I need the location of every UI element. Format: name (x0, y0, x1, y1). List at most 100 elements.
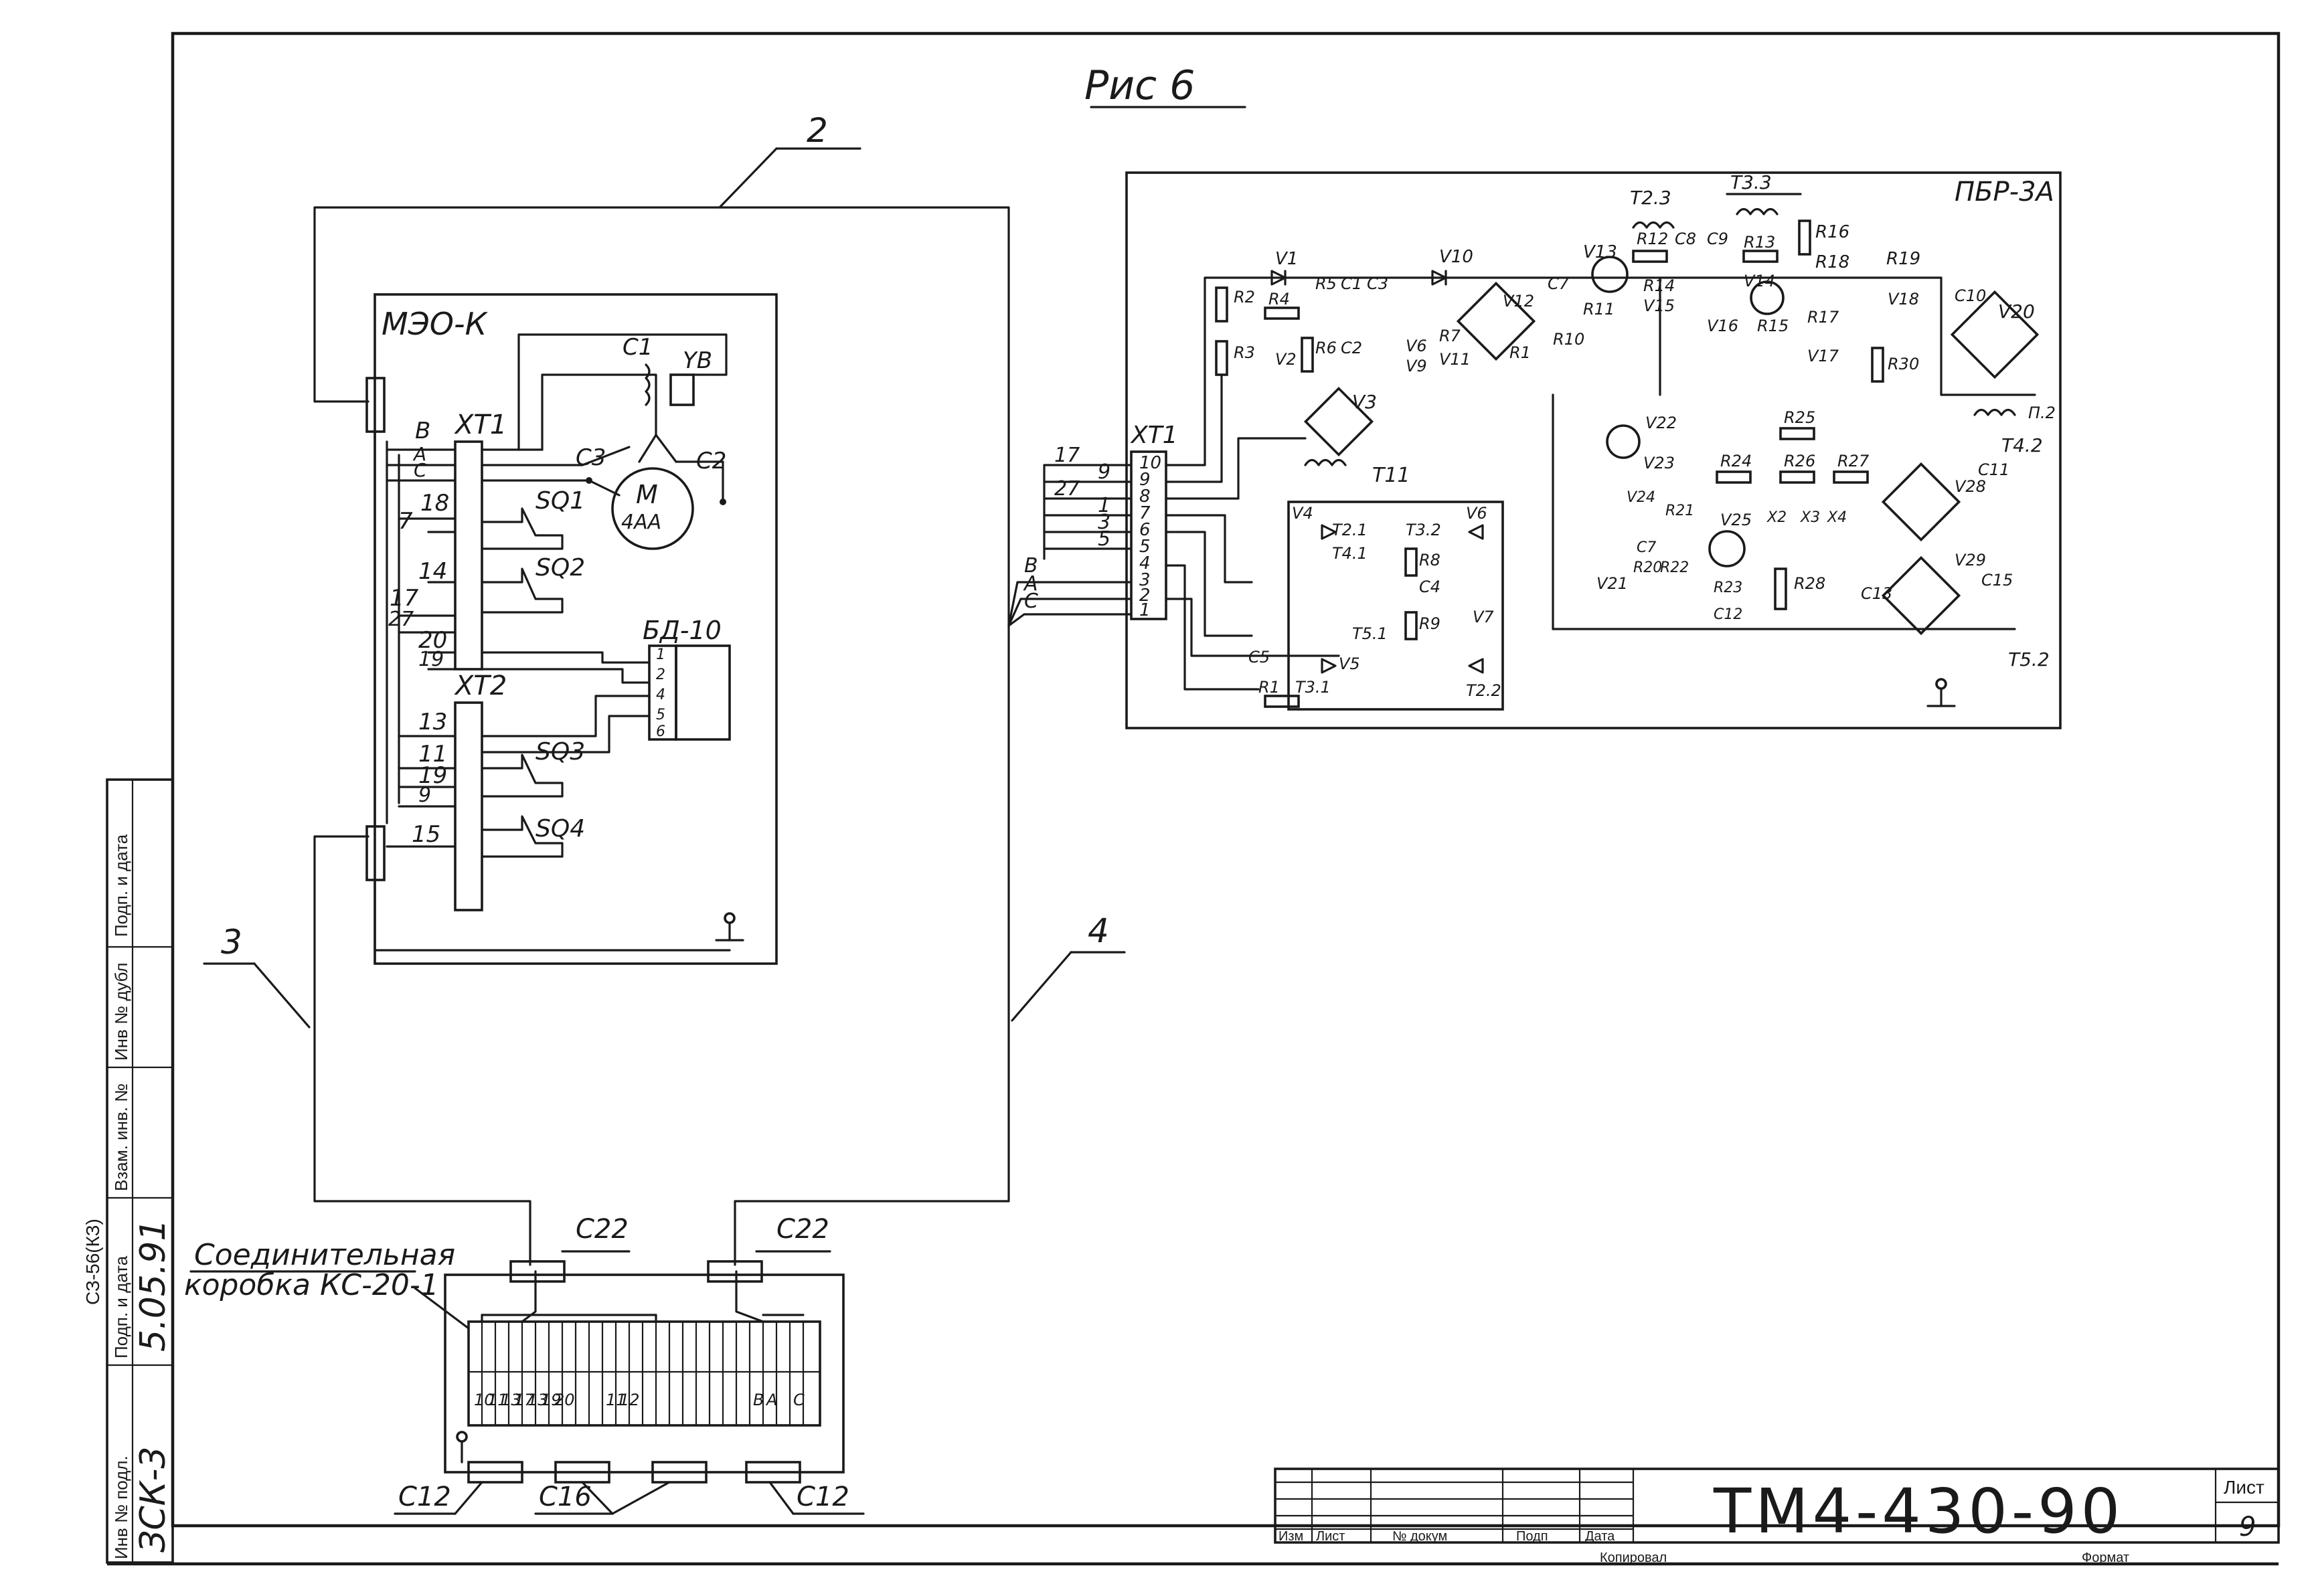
sq4-switch (481, 815, 564, 858)
resistor-r30 (1871, 347, 1884, 383)
label-pbr-in_labels-8: С (1024, 590, 1038, 613)
label-pbr-components-13: V20 (1998, 300, 2035, 323)
label-pbr-components-57: X4 (1827, 509, 1847, 526)
diode-v10 (1431, 270, 1447, 286)
label-pbr-components-40: V2 (1275, 350, 1297, 369)
label-pbr-components-31: C2 (1341, 339, 1362, 357)
figure-title: Рис 6 (1084, 62, 1195, 109)
resistor-r2 (1215, 286, 1228, 323)
label-pbr-components-12: C10 (1955, 286, 1986, 305)
sq1-switch (481, 507, 564, 550)
label-meo-left_wire_labels-13: 9 (418, 784, 431, 807)
label-pbr-components-21: R11 (1583, 300, 1615, 319)
label-pbr-components-38: V17 (1807, 347, 1839, 365)
label-connection_box-terminal_labels-0: 10 (474, 1391, 495, 1409)
label-pbr-components-0: V1 (1275, 249, 1298, 269)
label-meo-switches-0: SQ1 (535, 487, 585, 515)
stamp-inv-orig: Инв № подл. (111, 1455, 131, 1559)
tb-col-doc: № докум (1392, 1529, 1447, 1544)
gland-c16b (651, 1461, 708, 1484)
meo-xt2-block (454, 701, 483, 911)
side-stamp: Подп. и дата Инв № дубл Взам. инв. № Под… (82, 778, 174, 1564)
label-pbr-components-27: R17 (1807, 308, 1839, 327)
label-pbr-components-23: V14 (1744, 272, 1775, 290)
stamp-sign-date-1: Подп. и дата (111, 834, 131, 937)
label-meo-left_wire_labels-10: 13 (418, 709, 447, 735)
label-connection_box-terminal_labels-11: С (793, 1391, 805, 1409)
label-pbr-components-49: V28 (1955, 477, 1986, 496)
label-pbr-pins-3: 7 (1139, 503, 1151, 523)
label-connection_box-terminal_labels-3: 17 (514, 1391, 535, 1409)
label-meo-left_wire_labels-0: В (415, 418, 430, 444)
c2-label: С2 (696, 448, 726, 474)
resistor-r6 (1301, 337, 1314, 373)
stamp-ink-code: ЗСК-3 (133, 1447, 173, 1553)
label-meo-bd_pins-1: 2 (656, 667, 665, 683)
resistor-r16 (1798, 219, 1811, 256)
resistor-r13 (1742, 250, 1779, 263)
label-pbr-in_labels-1: 9 (1098, 460, 1110, 484)
tb-col-list: Лист (1316, 1529, 1345, 1544)
stamp-inv-dup: Инв № дубл (111, 962, 131, 1061)
gland-c12-right (745, 1461, 801, 1484)
resistor-r9 (1404, 611, 1418, 640)
meo-title: МЭО-К (382, 306, 489, 342)
label-meo-bd_pins-0: 1 (656, 646, 665, 663)
label-pbr-components-67: C15 (1981, 571, 2013, 590)
label-pbr-components-25: V16 (1707, 317, 1738, 335)
c1-coil (645, 363, 651, 406)
stamp-vertical-code: СЗ-56(КЗ) (82, 1219, 103, 1305)
label-pbr-components-1: V10 (1439, 247, 1473, 267)
brake-yb (669, 373, 695, 406)
label-pbr-components-14: R2 (1234, 288, 1255, 306)
meo-xt2-label: XT2 (454, 671, 507, 701)
label-pbr-components-76: T5.1 (1352, 624, 1388, 643)
format-label: Формат (2082, 1550, 2129, 1565)
sheet-label: Лист (2224, 1477, 2264, 1498)
ground-symbol-meo (715, 912, 744, 942)
label-pbr-components-68: T5.2 (2008, 648, 2050, 671)
label-meo-left_wire_labels-3: 7 (398, 508, 413, 535)
ground-symbol-box (456, 1431, 468, 1464)
sq3-switch (481, 753, 564, 798)
label-pbr-in_labels-7: А (1023, 572, 1038, 596)
label-pbr-components-32: V6 (1406, 337, 1427, 355)
label-pbr-in_labels-6: В (1024, 554, 1038, 578)
label-pbr-components-55: X2 (1766, 509, 1787, 526)
label-pbr-components-59: V21 (1596, 574, 1628, 593)
label-connection_box-glands-1: С22 (776, 1214, 829, 1245)
label-pbr-components-19: V12 (1503, 292, 1534, 311)
label-pbr-components-33: V9 (1406, 357, 1427, 375)
resistor-r4 (1264, 306, 1300, 320)
label-pbr-components-18: C3 (1367, 274, 1388, 293)
label-pbr-components-54: V25 (1720, 511, 1752, 529)
connection-box: Соединительная коробка КС-20-1 10 11 (184, 1214, 865, 1515)
label-pbr-pins-6: 4 (1139, 553, 1151, 573)
label-connection_box-terminal_labels-4: 13 (527, 1391, 548, 1409)
label-pbr-components-39: R30 (1888, 355, 1919, 373)
label-pbr-components-36: R10 (1553, 330, 1584, 349)
label-pbr-components-60: R20 (1633, 559, 1662, 576)
label-pbr-components-82: R1 (1258, 678, 1280, 697)
label-pbr-components-66: V29 (1955, 551, 1986, 569)
label-pbr-components-28: V18 (1888, 290, 1919, 308)
label-pbr-components-71: T4.1 (1332, 544, 1368, 563)
bridge-v20 (1950, 290, 2040, 379)
label-pbr-components-58: C7 (1637, 539, 1656, 556)
label-pbr-in_labels-2: 27 (1054, 477, 1080, 501)
label-pbr-in_labels-3: 1 (1098, 494, 1110, 517)
label-pbr-components-17: C1 (1341, 274, 1362, 293)
box-title-1: Соединительная (194, 1238, 455, 1272)
label-connection_box-terminal_labels-6: 20 (554, 1391, 575, 1409)
label-pbr-components-46: R24 (1720, 452, 1752, 470)
transistor-v14 (1750, 280, 1785, 315)
label-connection_box-terminal_labels-10: А (765, 1391, 777, 1409)
label-meo-switches-1: SQ2 (535, 554, 585, 582)
motor-circle (611, 467, 694, 550)
label-pbr-components-44: R25 (1784, 408, 1815, 427)
label-connection_box-glands-2: С12 (398, 1482, 451, 1512)
cable-3-leader: 3 (203, 923, 311, 1029)
label-meo-bd_pins-2: 4 (656, 687, 665, 703)
label-connection_box-terminal_labels-2: 13 (501, 1391, 521, 1409)
gland-c22-right (707, 1260, 763, 1283)
